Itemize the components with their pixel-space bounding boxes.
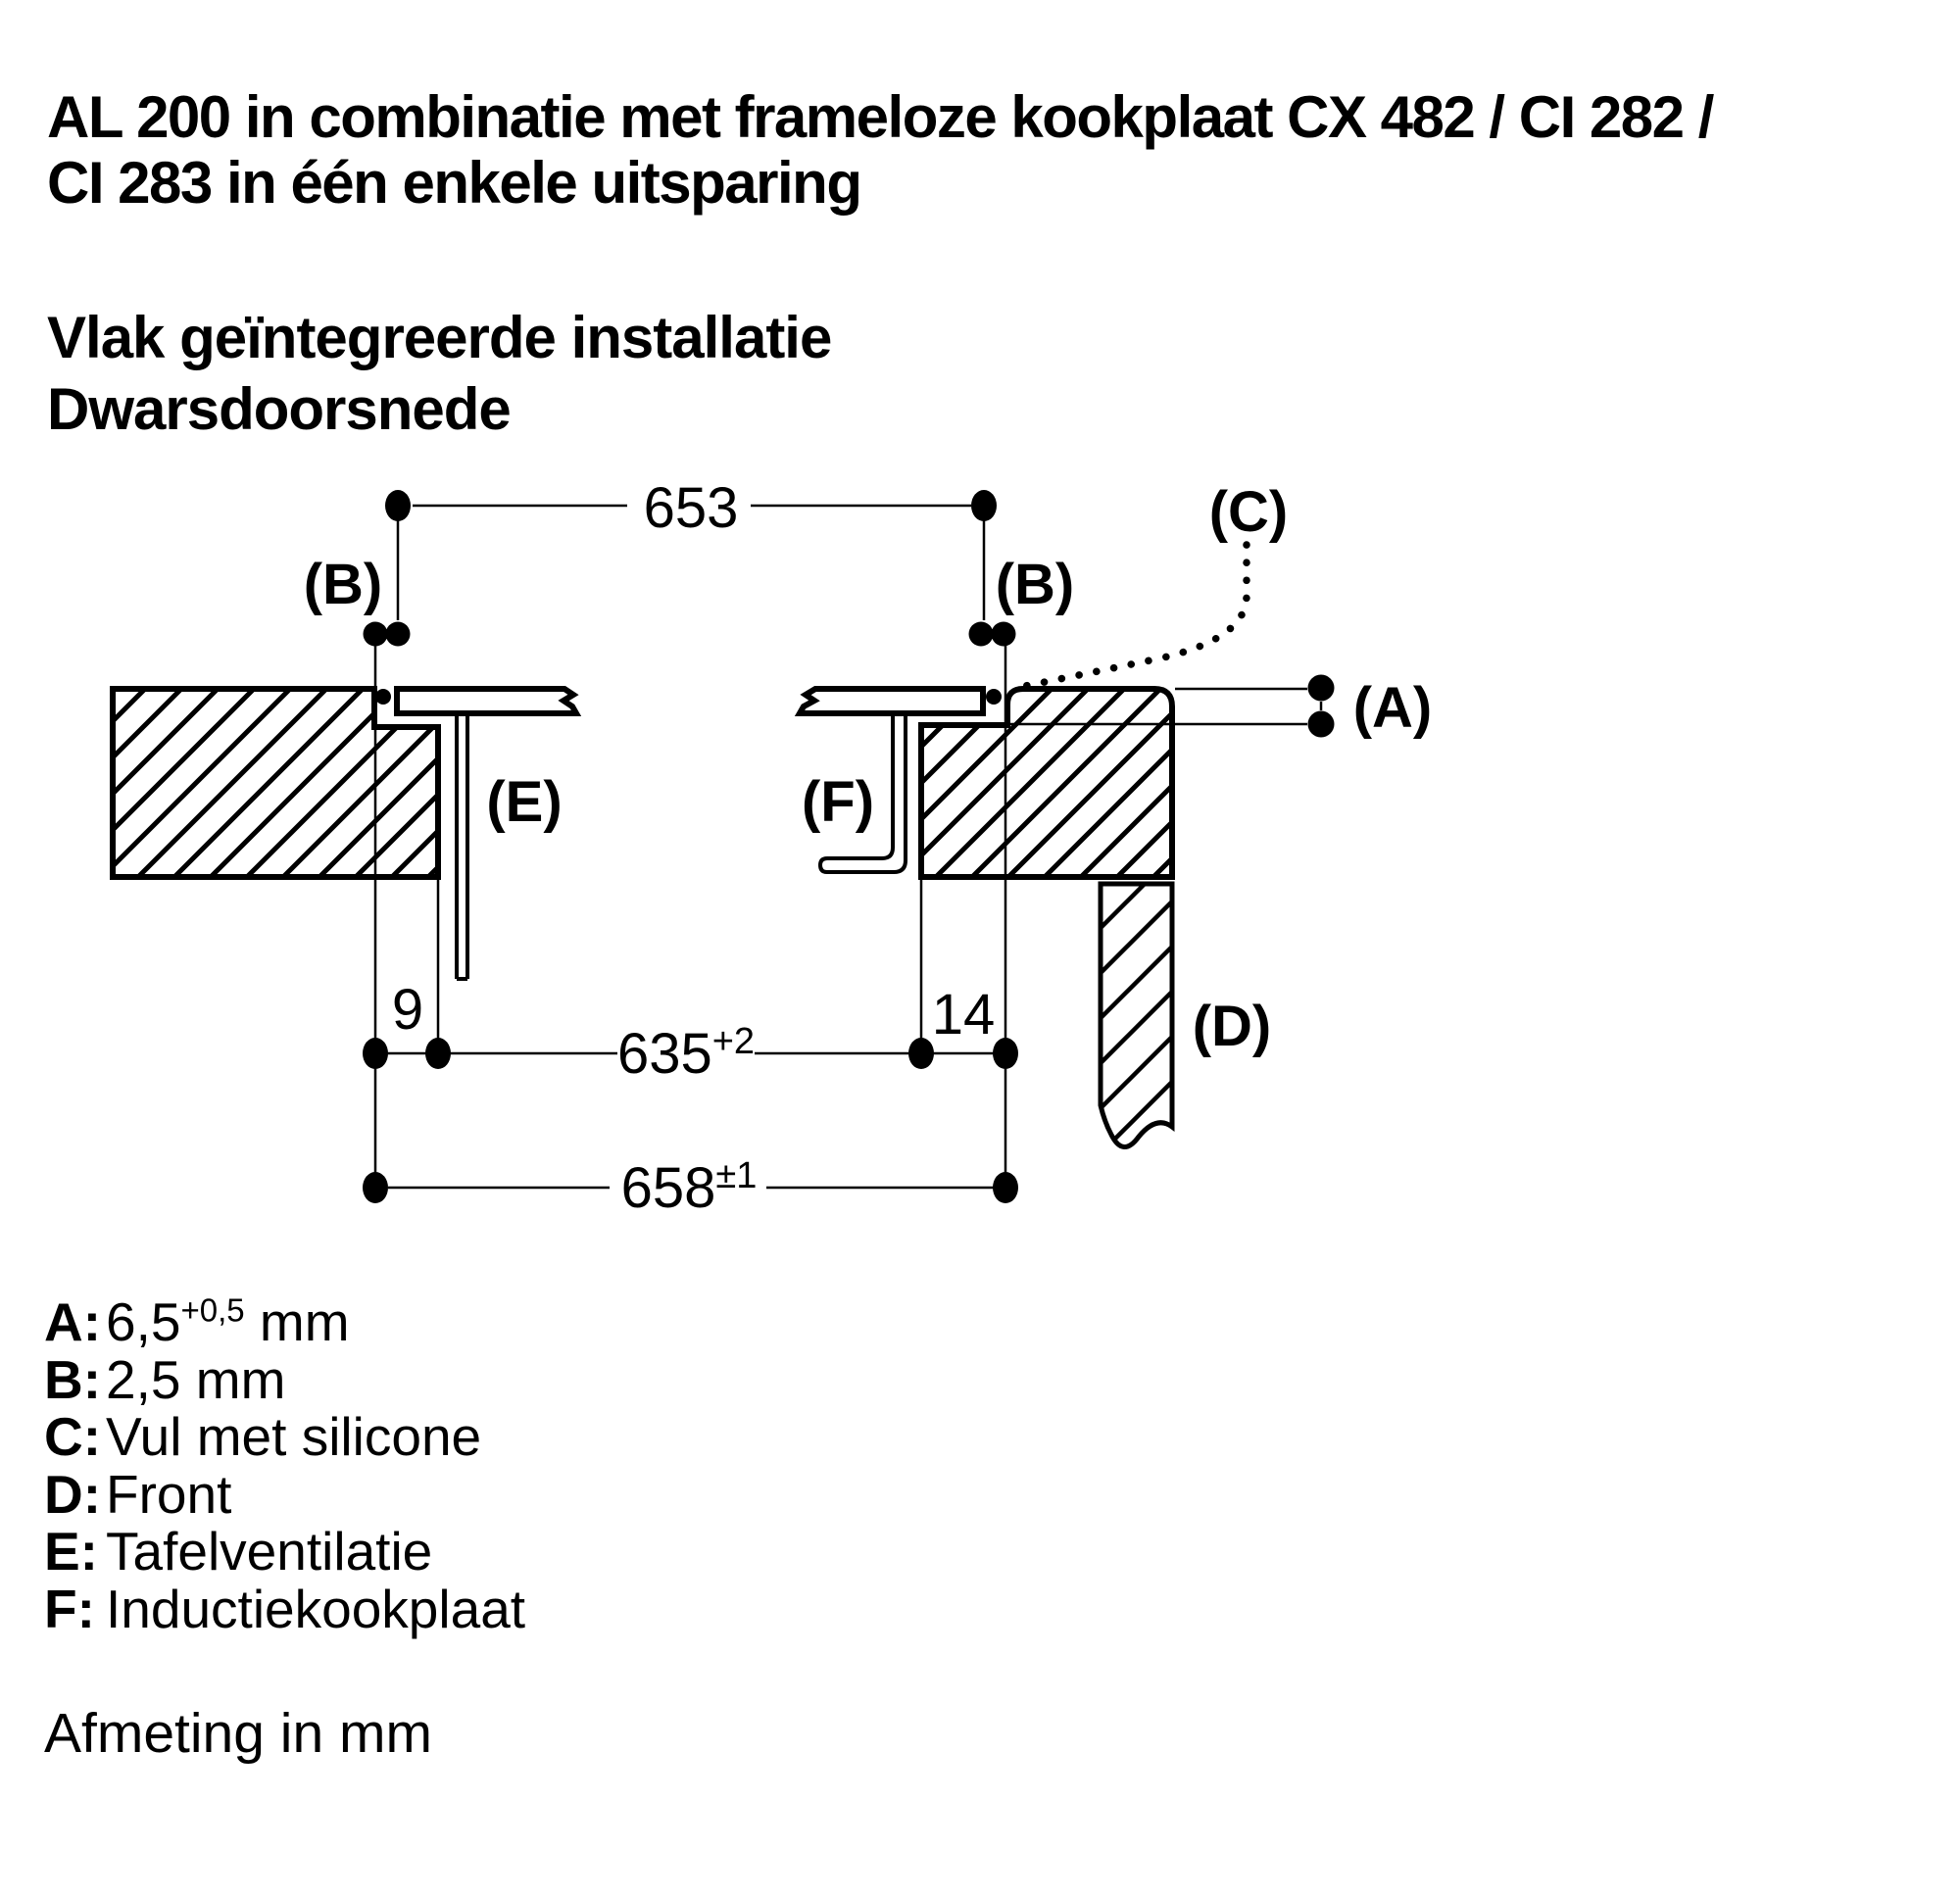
section-subtitle: Vlak geïntegreerde installatie Dwarsdoor… xyxy=(47,302,832,445)
legend-value: Tafelventilatie xyxy=(106,1521,433,1582)
front-panel-section xyxy=(1098,881,1175,1149)
glass-right-hob xyxy=(794,686,986,716)
dimension-lines xyxy=(373,504,1323,1190)
legend-value: Inductiekookplaat xyxy=(106,1578,526,1639)
hob-bracket-profile xyxy=(817,714,907,874)
legend-tolerance: +0,5 xyxy=(180,1291,245,1329)
dim-glass-width: 653 xyxy=(644,476,739,540)
legend-item-c: C:Vul met silicone xyxy=(44,1408,525,1466)
page-title-line1: AL 200 in combinatie met frameloze kookp… xyxy=(47,84,1714,150)
dimension-dots xyxy=(363,490,1335,1203)
label-f: (F) xyxy=(802,770,874,834)
silicone-leader-dotted-line xyxy=(1021,541,1250,690)
legend-item-e: E:Tafelventilatie xyxy=(44,1523,525,1581)
dim-cutout-tolerance: +2 xyxy=(712,1021,755,1062)
gap-dot-left xyxy=(375,689,391,705)
legend-key: F: xyxy=(44,1578,95,1639)
dim-cutout-width: 635+2 xyxy=(617,1021,755,1086)
legend-value: Front xyxy=(106,1463,232,1525)
page-title-line2: CI 283 in één enkele uitsparing xyxy=(47,150,862,216)
glass-left-vent xyxy=(394,686,582,716)
label-a: (A) xyxy=(1353,676,1433,740)
dim-recess-width: 658±1 xyxy=(621,1155,758,1220)
units-note: Afmeting in mm xyxy=(44,1702,432,1765)
label-b-left: (B) xyxy=(304,553,383,616)
dim-recess-tolerance: ±1 xyxy=(715,1155,757,1196)
legend-item-d: D:Front xyxy=(44,1463,525,1525)
label-e: (E) xyxy=(486,770,562,834)
legend-key: D: xyxy=(44,1463,102,1525)
label-c: (C) xyxy=(1209,480,1289,544)
legend-unit: mm xyxy=(244,1291,350,1352)
legend-value: Vul met silicone xyxy=(106,1406,482,1467)
legend-item-b: B:2,5 mm xyxy=(44,1348,525,1410)
subtitle-line1: Vlak geïntegreerde installatie xyxy=(47,305,832,370)
legend-item-a: A:6,5+0,5 mm xyxy=(44,1293,525,1351)
legend-value: 6,5 xyxy=(106,1291,181,1352)
legend-key: B: xyxy=(44,1348,102,1410)
dim-recess-value: 658 xyxy=(621,1156,716,1220)
label-b-right: (B) xyxy=(996,553,1075,616)
page-title: AL 200 in combinatie met frameloze kookp… xyxy=(47,84,1714,216)
legend-value: 2,5 xyxy=(106,1348,181,1410)
dim-cutout-value: 635 xyxy=(617,1022,712,1086)
legend: A:6,5+0,5 mm B:2,5 mm C:Vul met silicone… xyxy=(44,1293,525,1637)
legend-item-f: F:Inductiekookplaat xyxy=(44,1578,526,1639)
worktop-right-section xyxy=(918,686,1175,880)
dim-left-ledge: 9 xyxy=(392,978,423,1042)
vent-duct-profile xyxy=(455,716,469,981)
legend-key: A: xyxy=(44,1291,102,1352)
dim-right-ledge: 14 xyxy=(932,983,996,1046)
label-d: (D) xyxy=(1193,995,1272,1058)
gap-dot-right xyxy=(986,689,1002,705)
legend-key: E: xyxy=(44,1521,98,1582)
worktop-left-section xyxy=(110,686,441,880)
legend-key: C: xyxy=(44,1406,102,1467)
legend-unit: mm xyxy=(180,1348,286,1410)
subtitle-line2: Dwarsdoorsnede xyxy=(47,376,512,442)
